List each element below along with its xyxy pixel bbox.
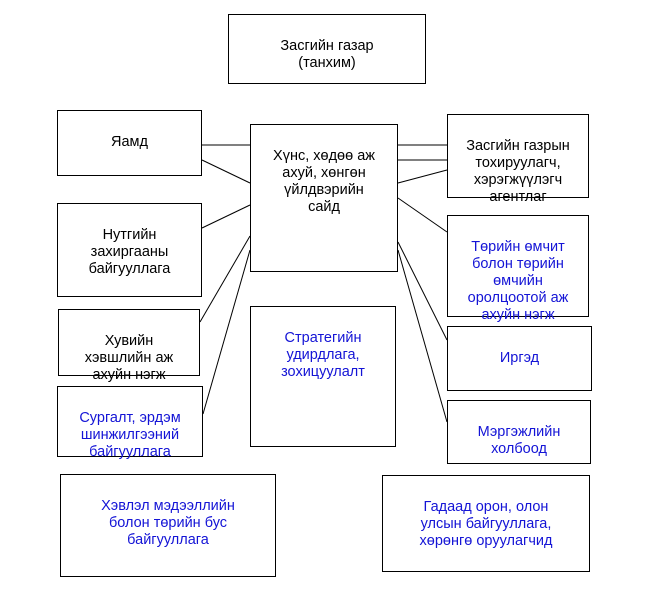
foreign-investors-box: Гадаад орон, олон улсын байгууллага, хөр… — [382, 475, 590, 572]
media-ngo-label: Хэвлэл мэдээллийн болон төрийн бус байгу… — [101, 498, 235, 548]
private-sector-label: Хувийн хэвшлийн аж ахуйн нэгж — [84, 333, 174, 383]
government-agency-label: Засгийн газрын тохируулагч, хэрэгжүүлэгч… — [466, 138, 570, 205]
connector-center-private-sector — [199, 235, 251, 323]
local-administration-label: Нутгийн захиргааны байгууллага — [88, 227, 171, 277]
media-ngo-box: Хэвлэл мэдээллийн болон төрийн бус байгу… — [60, 474, 276, 577]
professional-associations-label: Мэргэжлийн холбоод — [477, 424, 561, 457]
minister-label: Хүнс, хөдөө аж ахуй, хөнгөн үйлдвэрийн с… — [273, 148, 375, 215]
connector-center-local-admin — [201, 204, 251, 229]
connector-center-state-enterprise — [397, 197, 448, 233]
government-agency-box: Засгийн газрын тохируулагч, хэрэгжүүлэгч… — [447, 114, 589, 205]
connector-center-research — [202, 249, 251, 415]
connector-center-professional-assoc — [397, 249, 448, 423]
research-institutions-label: Сургалт, эрдэм шинжилгээний байгууллага — [79, 410, 181, 460]
state-enterprise-label: Төрийн өмчит болон төрийн өмчийн оролцоо… — [467, 239, 569, 323]
foreign-investors-label: Гадаад орон, олон улсын байгууллага, хөр… — [419, 499, 553, 549]
professional-associations-box: Мэргэжлийн холбоод — [447, 400, 591, 464]
citizens-label: Иргэд — [499, 350, 540, 366]
government-cabinet-label: Засгийн газар (танхим) — [280, 38, 374, 71]
strategic-management-box: Стратегийн удирдлага, зохицуулалт — [250, 306, 396, 447]
citizens-box: Иргэд — [447, 326, 592, 391]
government-cabinet-box: Засгийн газар (танхим) — [228, 14, 426, 84]
connector-center-agency-3 — [397, 169, 448, 184]
connector-center-yamd-2 — [201, 159, 251, 184]
private-sector-box: Хувийн хэвшлийн аж ахуйн нэгж — [58, 309, 200, 383]
strategic-management-label: Стратегийн удирдлага, зохицуулалт — [281, 330, 365, 380]
state-enterprise-box: Төрийн өмчит болон төрийн өмчийн оролцоо… — [447, 215, 589, 323]
local-administration-box: Нутгийн захиргааны байгууллага — [57, 203, 202, 297]
research-institutions-box: Сургалт, эрдэм шинжилгээний байгууллага — [57, 386, 203, 460]
ministries-box: Яамд — [57, 110, 202, 176]
minister-box: Хүнс, хөдөө аж ахуй, хөнгөн үйлдвэрийн с… — [250, 124, 398, 272]
connector-center-citizens — [397, 241, 448, 341]
ministries-label: Яамд — [111, 134, 148, 150]
